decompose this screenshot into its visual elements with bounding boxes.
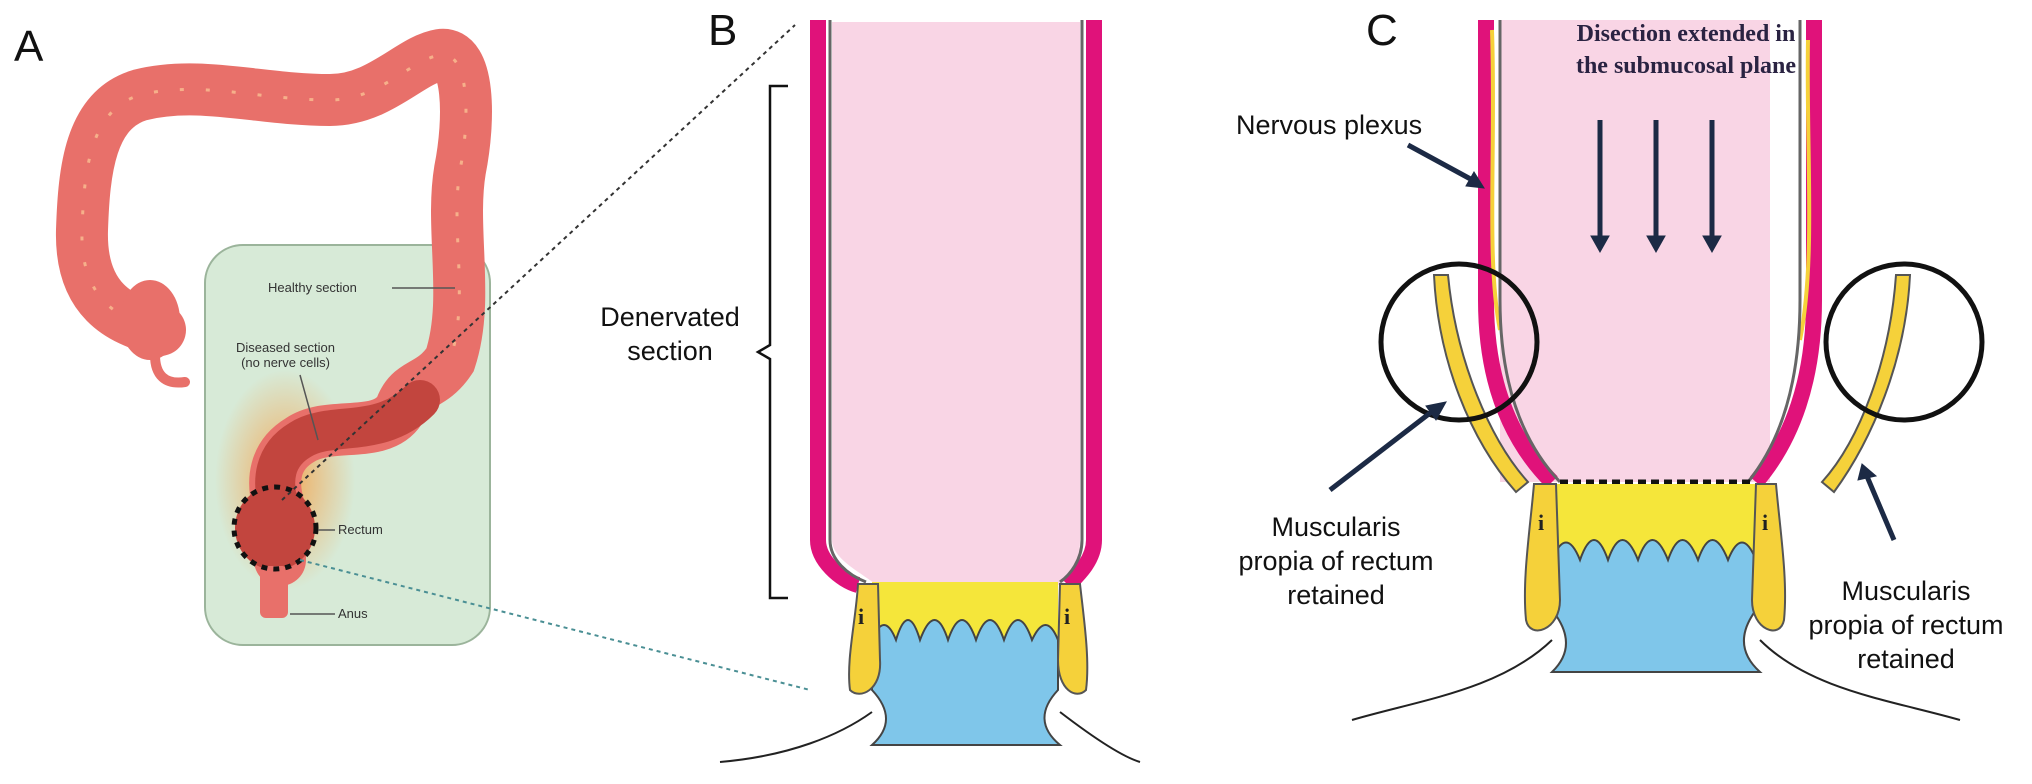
muscle-strip-left-c	[1432, 274, 1530, 494]
label-denervated-line2: section	[627, 336, 713, 366]
anal-canal-b	[869, 619, 1063, 746]
diseased-section	[255, 380, 440, 530]
wall-right-c	[1749, 20, 1822, 488]
cecum	[120, 280, 180, 360]
wall-right-c-yellow	[1798, 39, 1812, 341]
circle-right-c	[1823, 261, 1985, 423]
anal-canal-c	[1549, 539, 1763, 673]
rectum	[235, 486, 315, 570]
label-nervous-plexus: Nervous plexus	[1236, 110, 1423, 140]
muscle-left-b	[848, 583, 882, 695]
panel-b-diagram	[719, 20, 1141, 763]
wall-left-b-inner	[828, 20, 867, 584]
label-muscularis-left-line2: propia of rectum	[1238, 546, 1434, 576]
wall-left-c-yellow	[1490, 29, 1502, 331]
lumen-b	[832, 22, 1080, 585]
label-arrows	[1328, 142, 1897, 541]
muscle-right-b	[1056, 583, 1089, 695]
label-rectum: Rectum	[338, 522, 383, 537]
muscle-left-c	[1523, 483, 1562, 632]
colon-illustration	[55, 28, 492, 646]
down-arrows	[1590, 120, 1722, 254]
anus	[260, 566, 288, 618]
label-diseased-section: Diseased section (no nerve cells)	[236, 340, 335, 370]
panel-letter-a: A	[14, 22, 44, 71]
label-muscularis-right-line3: retained	[1857, 644, 1955, 674]
label-muscularis-left-line1: Muscularis	[1271, 512, 1401, 542]
label-muscularis-right: Muscularis propia of rectum retained	[1786, 574, 2026, 676]
label-dissection-line2: the submucosal plane	[1575, 53, 1797, 79]
label-healthy-section: Healthy section	[268, 280, 357, 295]
label-diseased-line2: (no nerve cells)	[241, 355, 330, 370]
layer-mark-right-b: i	[1064, 604, 1071, 629]
layer-mark-right-c: i	[1762, 510, 1769, 535]
panel-c-diagram	[1328, 20, 1985, 721]
wall-right-b-inner	[1059, 20, 1084, 584]
label-muscularis-left: Muscularis propia of rectum retained	[1216, 510, 1456, 612]
skin-left-c	[1351, 639, 1553, 721]
lumen-c	[1500, 20, 1770, 482]
appendix	[150, 350, 190, 388]
skin-right-c	[1759, 639, 1961, 721]
label-diseased-line1: Diseased section	[236, 340, 335, 355]
label-denervated-line1: Denervated	[600, 302, 740, 332]
wall-right-c-inner	[1746, 20, 1802, 483]
skin-right-b	[1059, 711, 1141, 763]
wall-left-c	[1478, 20, 1558, 488]
label-anus: Anus	[338, 606, 368, 621]
rectum-circle	[231, 484, 319, 572]
label-denervated-section: Denervated section	[580, 300, 760, 368]
wall-right-b	[1062, 20, 1102, 591]
panel-letter-c: C	[1366, 6, 1398, 55]
label-muscularis-left-line3: retained	[1287, 580, 1385, 610]
label-muscularis-right-line1: Muscularis	[1841, 576, 1971, 606]
layer-mark-left-b: i	[858, 604, 865, 629]
denervated-bracket	[755, 84, 788, 600]
label-dissection-title: Disection extended in the submucosal pla…	[1536, 18, 1836, 82]
wall-left-b	[810, 20, 861, 593]
layer-mark-left-c: i	[1538, 510, 1545, 535]
circle-left-c	[1378, 261, 1540, 423]
muscle-strip-right-c	[1820, 274, 1912, 494]
label-muscularis-right-line2: propia of rectum	[1808, 610, 2004, 640]
label-dissection-line1: Disection extended in	[1576, 21, 1796, 47]
skin-left-b	[719, 711, 873, 763]
panel-letter-b: B	[708, 6, 738, 55]
muscle-right-c	[1750, 483, 1787, 632]
diseased-leader	[299, 374, 319, 441]
